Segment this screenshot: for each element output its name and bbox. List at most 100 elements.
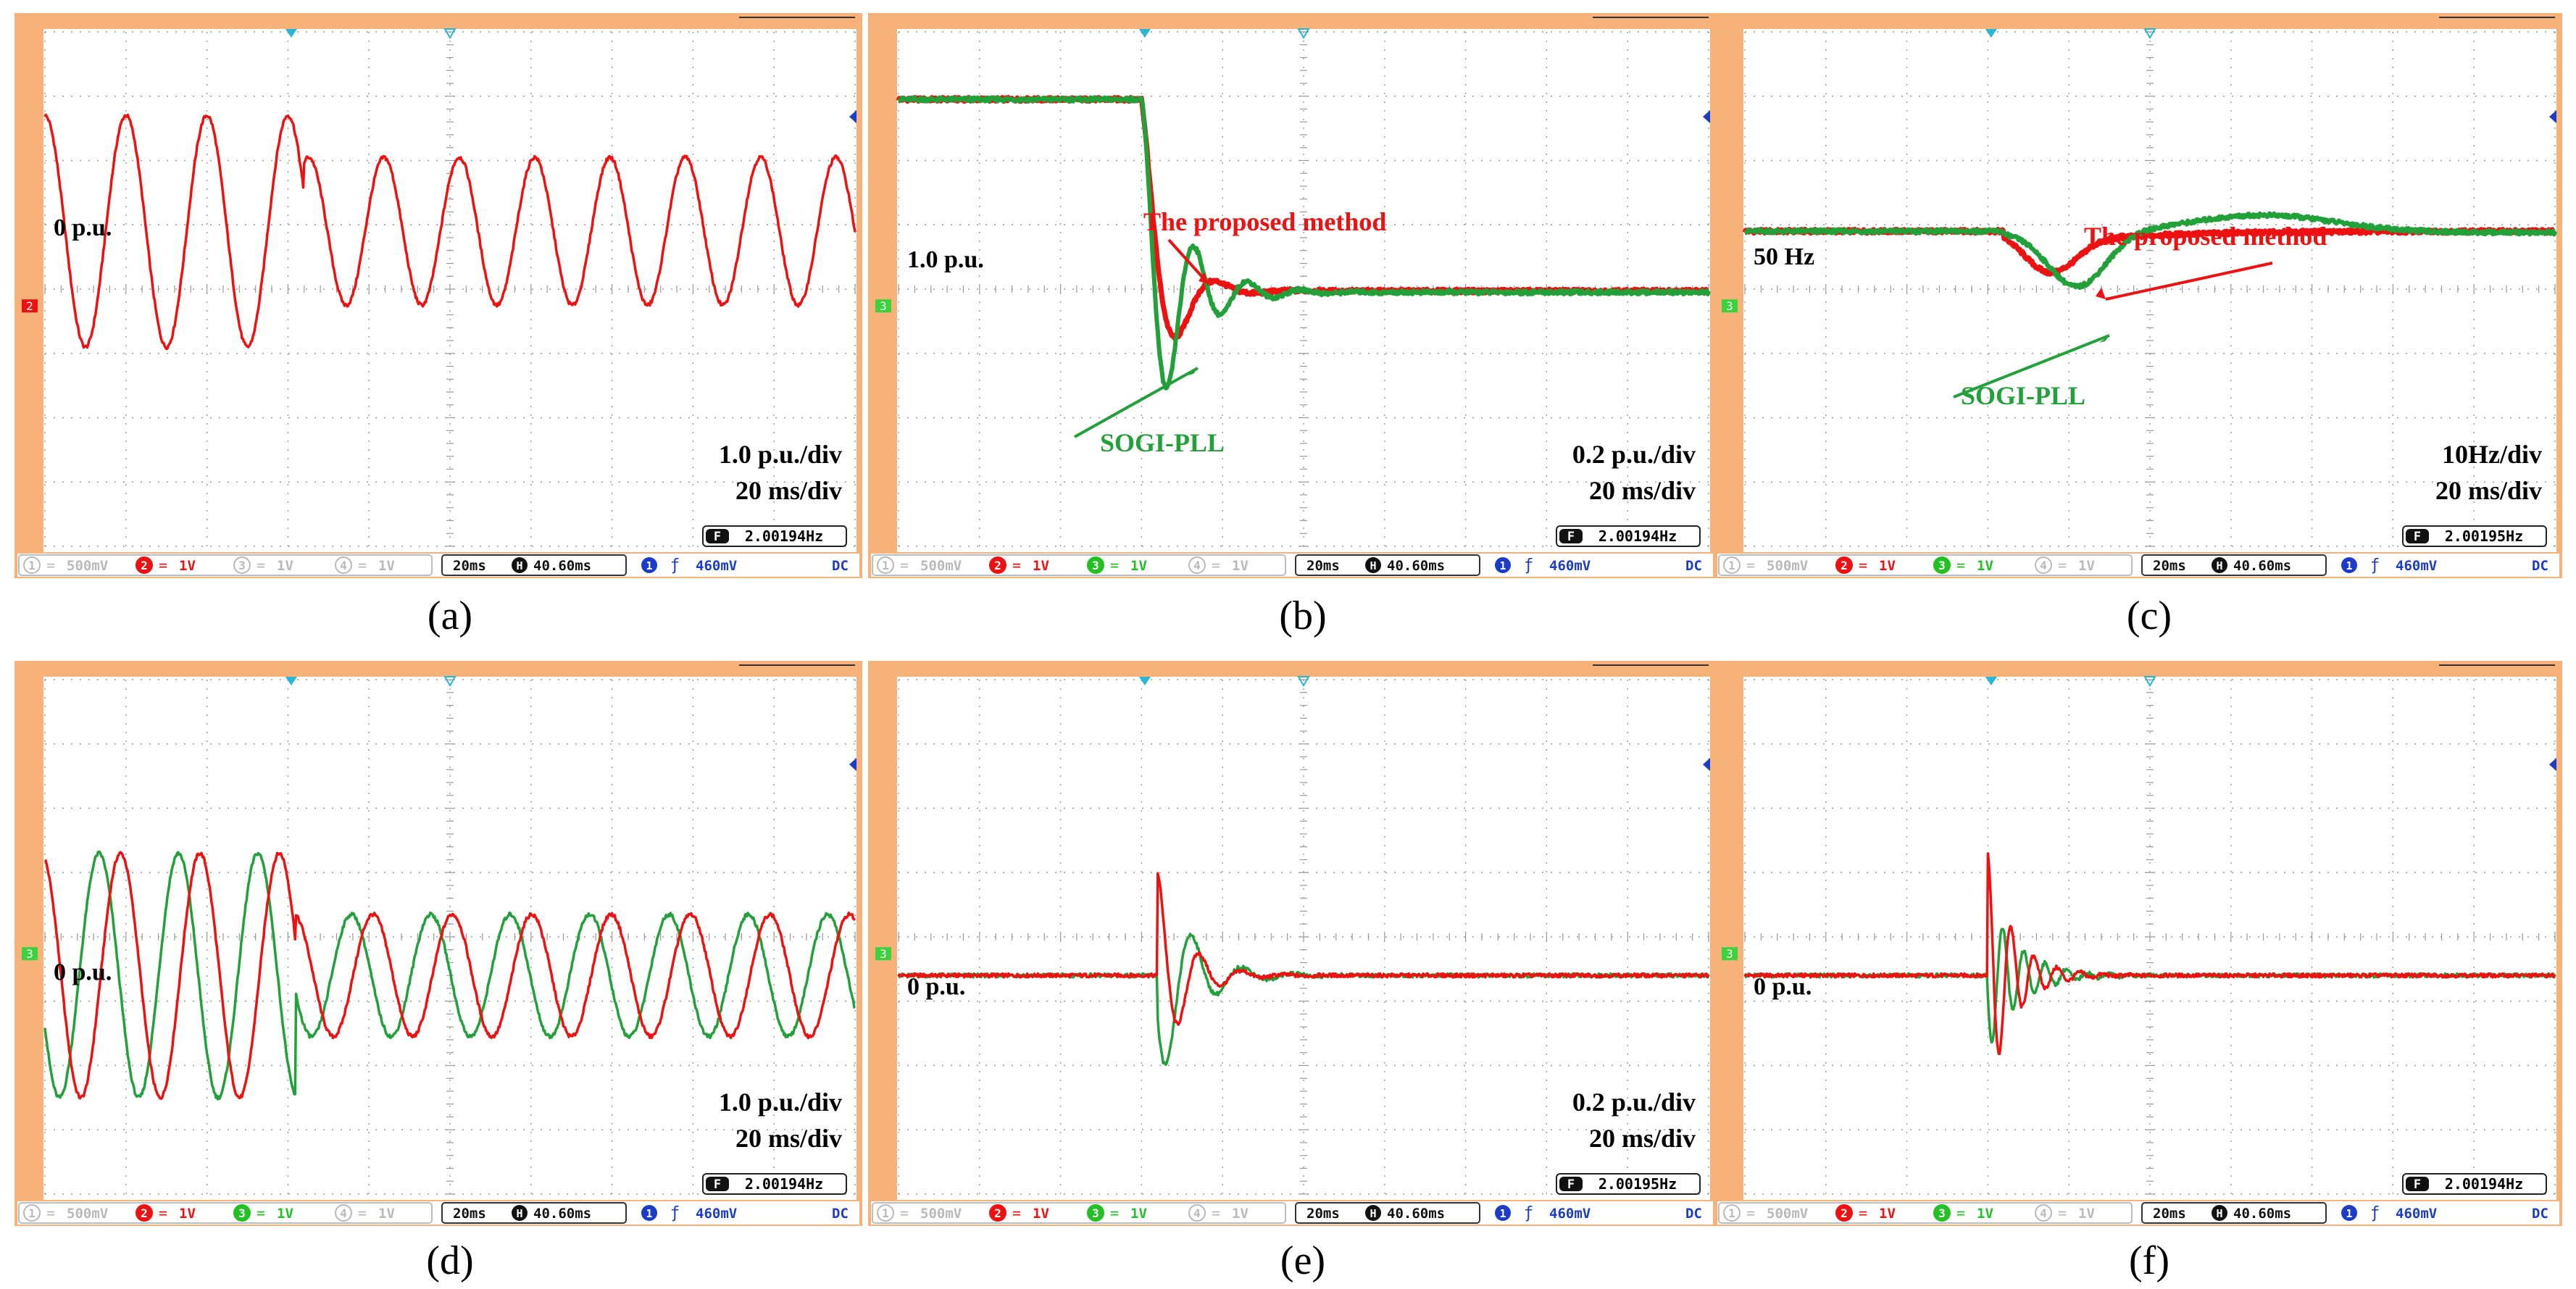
trigger-source-badge xyxy=(641,1205,657,1221)
grid xyxy=(1744,679,2556,1195)
trigger-position-marker xyxy=(1985,677,1997,685)
channel-marker xyxy=(1722,947,1738,961)
channel-1-coupling-icon: = xyxy=(1746,1204,1755,1222)
channel-4-coupling-icon: = xyxy=(1212,1204,1220,1222)
level-label: 0 p.u. xyxy=(907,973,965,1000)
level-label: 50 Hz xyxy=(1754,243,1814,270)
channel-marker-label: 3 xyxy=(26,947,33,961)
channel-2-scale: 1V xyxy=(179,1206,196,1222)
channel-1-coupling-icon: = xyxy=(900,556,909,574)
delay-icon-letter: H xyxy=(2216,1207,2222,1220)
channel-4-scale: 1V xyxy=(378,1206,395,1222)
channel-1-scale: 500mV xyxy=(920,558,962,574)
annotation-sogi-pll-arrowhead xyxy=(2099,335,2109,343)
status-bar xyxy=(1717,554,2559,577)
trigger-coupling: DC xyxy=(832,1206,849,1222)
channel-3-coupling-icon: = xyxy=(1956,1204,1965,1222)
caption-e: (e) xyxy=(1280,1238,1326,1283)
level-label: 1.0 p.u. xyxy=(907,246,984,273)
delay-icon xyxy=(2212,1205,2227,1221)
delay-value: 40.60ms xyxy=(2233,558,2291,574)
delay-icon xyxy=(1365,557,1381,573)
frequency-value: 2.00195Hz xyxy=(2445,527,2523,545)
delay-icon xyxy=(1365,1205,1381,1221)
channel-1-scale: 500mV xyxy=(67,1206,108,1222)
frequency-value: 2.00194Hz xyxy=(2445,1175,2523,1193)
center-marker xyxy=(443,676,457,687)
channel-4-scale: 1V xyxy=(2078,1206,2095,1222)
status-bar xyxy=(871,1201,1713,1225)
channel-4-number: 4 xyxy=(340,559,347,572)
trigger-level-marker xyxy=(1703,758,1710,772)
channel-2-scale: 1V xyxy=(1033,1206,1049,1222)
channel-4-badge xyxy=(2035,556,2052,574)
delay-icon xyxy=(2212,557,2227,573)
trigger-level-value: 460mV xyxy=(1549,558,1591,574)
channel-settings-box xyxy=(872,1202,1286,1224)
channel-marker xyxy=(875,947,891,961)
channel-4-coupling-icon: = xyxy=(1212,556,1220,574)
channel-3-number: 3 xyxy=(1938,559,1946,572)
trigger-coupling: DC xyxy=(2532,1206,2548,1222)
trigger-slope-icon: ƒ xyxy=(2370,556,2380,575)
frequency-counter xyxy=(702,525,847,547)
caption-c: (c) xyxy=(2126,593,2172,638)
trigger-slope-icon: ƒ xyxy=(670,556,680,575)
frequency-badge xyxy=(1559,1177,1583,1191)
channel-2-number: 2 xyxy=(994,559,1001,572)
channel-4-scale: 1V xyxy=(1232,1206,1249,1222)
channel-marker xyxy=(1722,299,1738,313)
trigger-level-value: 460mV xyxy=(2396,558,2437,574)
channel-2-scale: 1V xyxy=(1879,1206,1896,1222)
channel-1-number: 1 xyxy=(1728,559,1735,572)
delay-icon-letter: H xyxy=(2216,559,2222,572)
frequency-badge xyxy=(706,529,729,543)
timebase-box xyxy=(2141,1202,2327,1224)
annotation-sogi-pll: SOGI-PLL xyxy=(1100,428,1225,457)
frequency-value: 2.00194Hz xyxy=(745,527,823,545)
channel-3-badge xyxy=(1933,1204,1951,1222)
frequency-badge xyxy=(1559,529,1583,543)
trigger-source-badge xyxy=(2341,1205,2357,1221)
vertical-scale-label: 10Hz/div xyxy=(2442,440,2542,469)
trigger-coupling: DC xyxy=(2532,558,2548,574)
channel-4-coupling-icon: = xyxy=(358,1204,367,1222)
channel-marker-label: 3 xyxy=(1726,947,1733,961)
frequency-counter xyxy=(2402,1173,2547,1195)
frequency-value: 2.00195Hz xyxy=(1598,1175,1677,1193)
frequency-value: 2.00194Hz xyxy=(745,1175,823,1193)
trigger-level-marker xyxy=(2549,110,2556,124)
channel-2-coupling-icon: = xyxy=(159,556,167,574)
channel-4-coupling-icon: = xyxy=(358,556,367,574)
annotation-proposed-method-arrowhead xyxy=(1199,272,1209,284)
channel-4-scale: 1V xyxy=(2078,558,2095,574)
channel-3-scale: 1V xyxy=(1977,558,1993,574)
status-bar xyxy=(871,554,1713,577)
channel-4-badge xyxy=(1188,1204,1206,1222)
trigger-source-badge xyxy=(1495,1205,1511,1221)
status-bar xyxy=(17,554,859,577)
trace-sogi-pll xyxy=(897,95,1711,391)
annotation-proposed-method: The proposed method xyxy=(2084,222,2327,251)
trigger-slope-icon: ƒ xyxy=(1524,556,1533,575)
trigger-level-value: 460mV xyxy=(696,1206,737,1222)
channel-3-badge xyxy=(233,1204,251,1222)
trace-red xyxy=(43,851,856,1100)
channel-2-scale: 1V xyxy=(1879,558,1896,574)
channel-settings-box xyxy=(18,1202,433,1224)
channel-marker-label: 3 xyxy=(880,299,887,313)
frequency-badge-letter: F xyxy=(1567,1177,1575,1192)
frequency-counter xyxy=(1556,525,1701,547)
frequency-badge-letter: F xyxy=(1567,530,1575,544)
channel-1-number: 1 xyxy=(28,559,36,572)
channel-settings-box xyxy=(18,554,433,576)
timebase-value: 20ms xyxy=(1306,1206,1340,1222)
channel-3-scale: 1V xyxy=(1130,558,1147,574)
annotation-sogi-pll-arrow xyxy=(1953,334,2110,399)
channel-settings-box xyxy=(1718,1202,2133,1224)
channel-1-coupling-icon: = xyxy=(46,556,55,574)
